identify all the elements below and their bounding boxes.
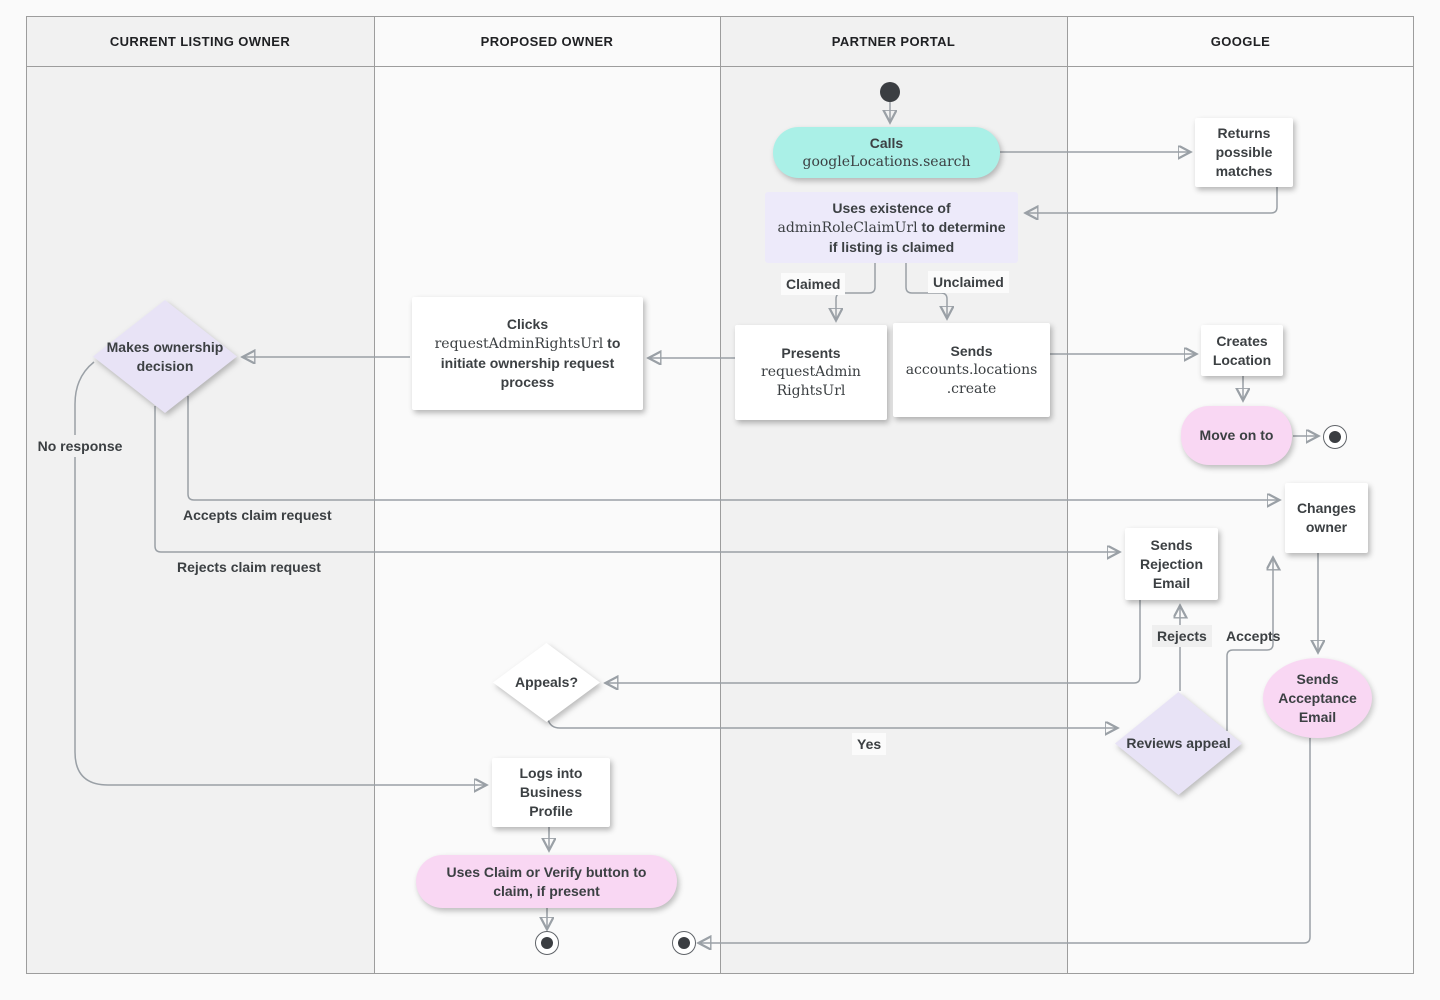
- edge-label-accepts-claim-request: Accepts claim request: [183, 507, 332, 523]
- node-changes-owner: Changes owner: [1285, 483, 1368, 553]
- edge-appeals-yes: [547, 718, 1116, 728]
- node-move-on-to: Move on to: [1181, 406, 1292, 465]
- edge-uses-claimed: [836, 263, 876, 319]
- lane-title-partner-portal: PARTNER PORTAL: [831, 33, 956, 49]
- node-uses-claim-or-verify: Uses Claim or Verify button to claim, if…: [416, 855, 677, 908]
- edge-acceptance-to-end: [700, 738, 1311, 943]
- edge-label-accepts: Accepts: [1226, 628, 1281, 644]
- node-sends-acceptance-email: Sends Acceptance Email: [1263, 658, 1372, 738]
- lane-current-listing-owner: [26, 16, 374, 974]
- end-node-proposed: [535, 931, 559, 955]
- edge-label-no-response: No response: [30, 435, 130, 457]
- edge-label-claimed: Claimed: [781, 273, 846, 295]
- edge-returns-to-uses: [1027, 187, 1278, 213]
- edge-rejects-claim: [154, 406, 1118, 552]
- edge-label-rejects-claim-request: Rejects claim request: [177, 559, 321, 575]
- end-node-dot: [1329, 431, 1341, 443]
- edge-accepts-claim: [187, 396, 1278, 500]
- edge-no-response: [74, 361, 485, 785]
- edge-uses-unclaimed: [905, 263, 947, 317]
- header-separator: [26, 66, 1414, 67]
- edge-label-rejects: Rejects: [1152, 625, 1212, 647]
- edge-reviews-accepts: [1226, 559, 1273, 731]
- edge-rejection-to-appeals: [607, 600, 1141, 683]
- edge-label-yes: Yes: [852, 733, 887, 755]
- node-returns-possible-matches: Returns possible matches: [1195, 118, 1293, 187]
- lane-title-current-listing-owner: CURRENT LISTING OWNER: [109, 33, 291, 49]
- node-makes-ownership-decision: Makes ownership decision: [93, 300, 237, 413]
- node-sends-rejection-email: Sends Rejection Email: [1125, 528, 1218, 600]
- end-node-dot: [541, 937, 553, 949]
- node-creates-location: Creates Location: [1201, 325, 1283, 376]
- start-node: [880, 82, 900, 102]
- end-node-dot: [678, 937, 690, 949]
- edge-label-unclaimed: Unclaimed: [928, 271, 1009, 293]
- node-appeals-decision: Appeals?: [493, 643, 600, 722]
- node-uses-existence-adminroleclaimurl: Uses existence of adminRoleClaimUrl to d…: [765, 192, 1018, 263]
- lane-title-google: GOOGLE: [1210, 33, 1271, 49]
- node-logs-into-business-profile: Logs into Business Profile: [492, 758, 610, 827]
- node-reviews-appeal-decision: Reviews appeal: [1115, 692, 1242, 795]
- end-node-google: [1323, 425, 1347, 449]
- lane-title-proposed-owner: PROPOSED OWNER: [480, 33, 614, 49]
- end-node-portal: [672, 931, 696, 955]
